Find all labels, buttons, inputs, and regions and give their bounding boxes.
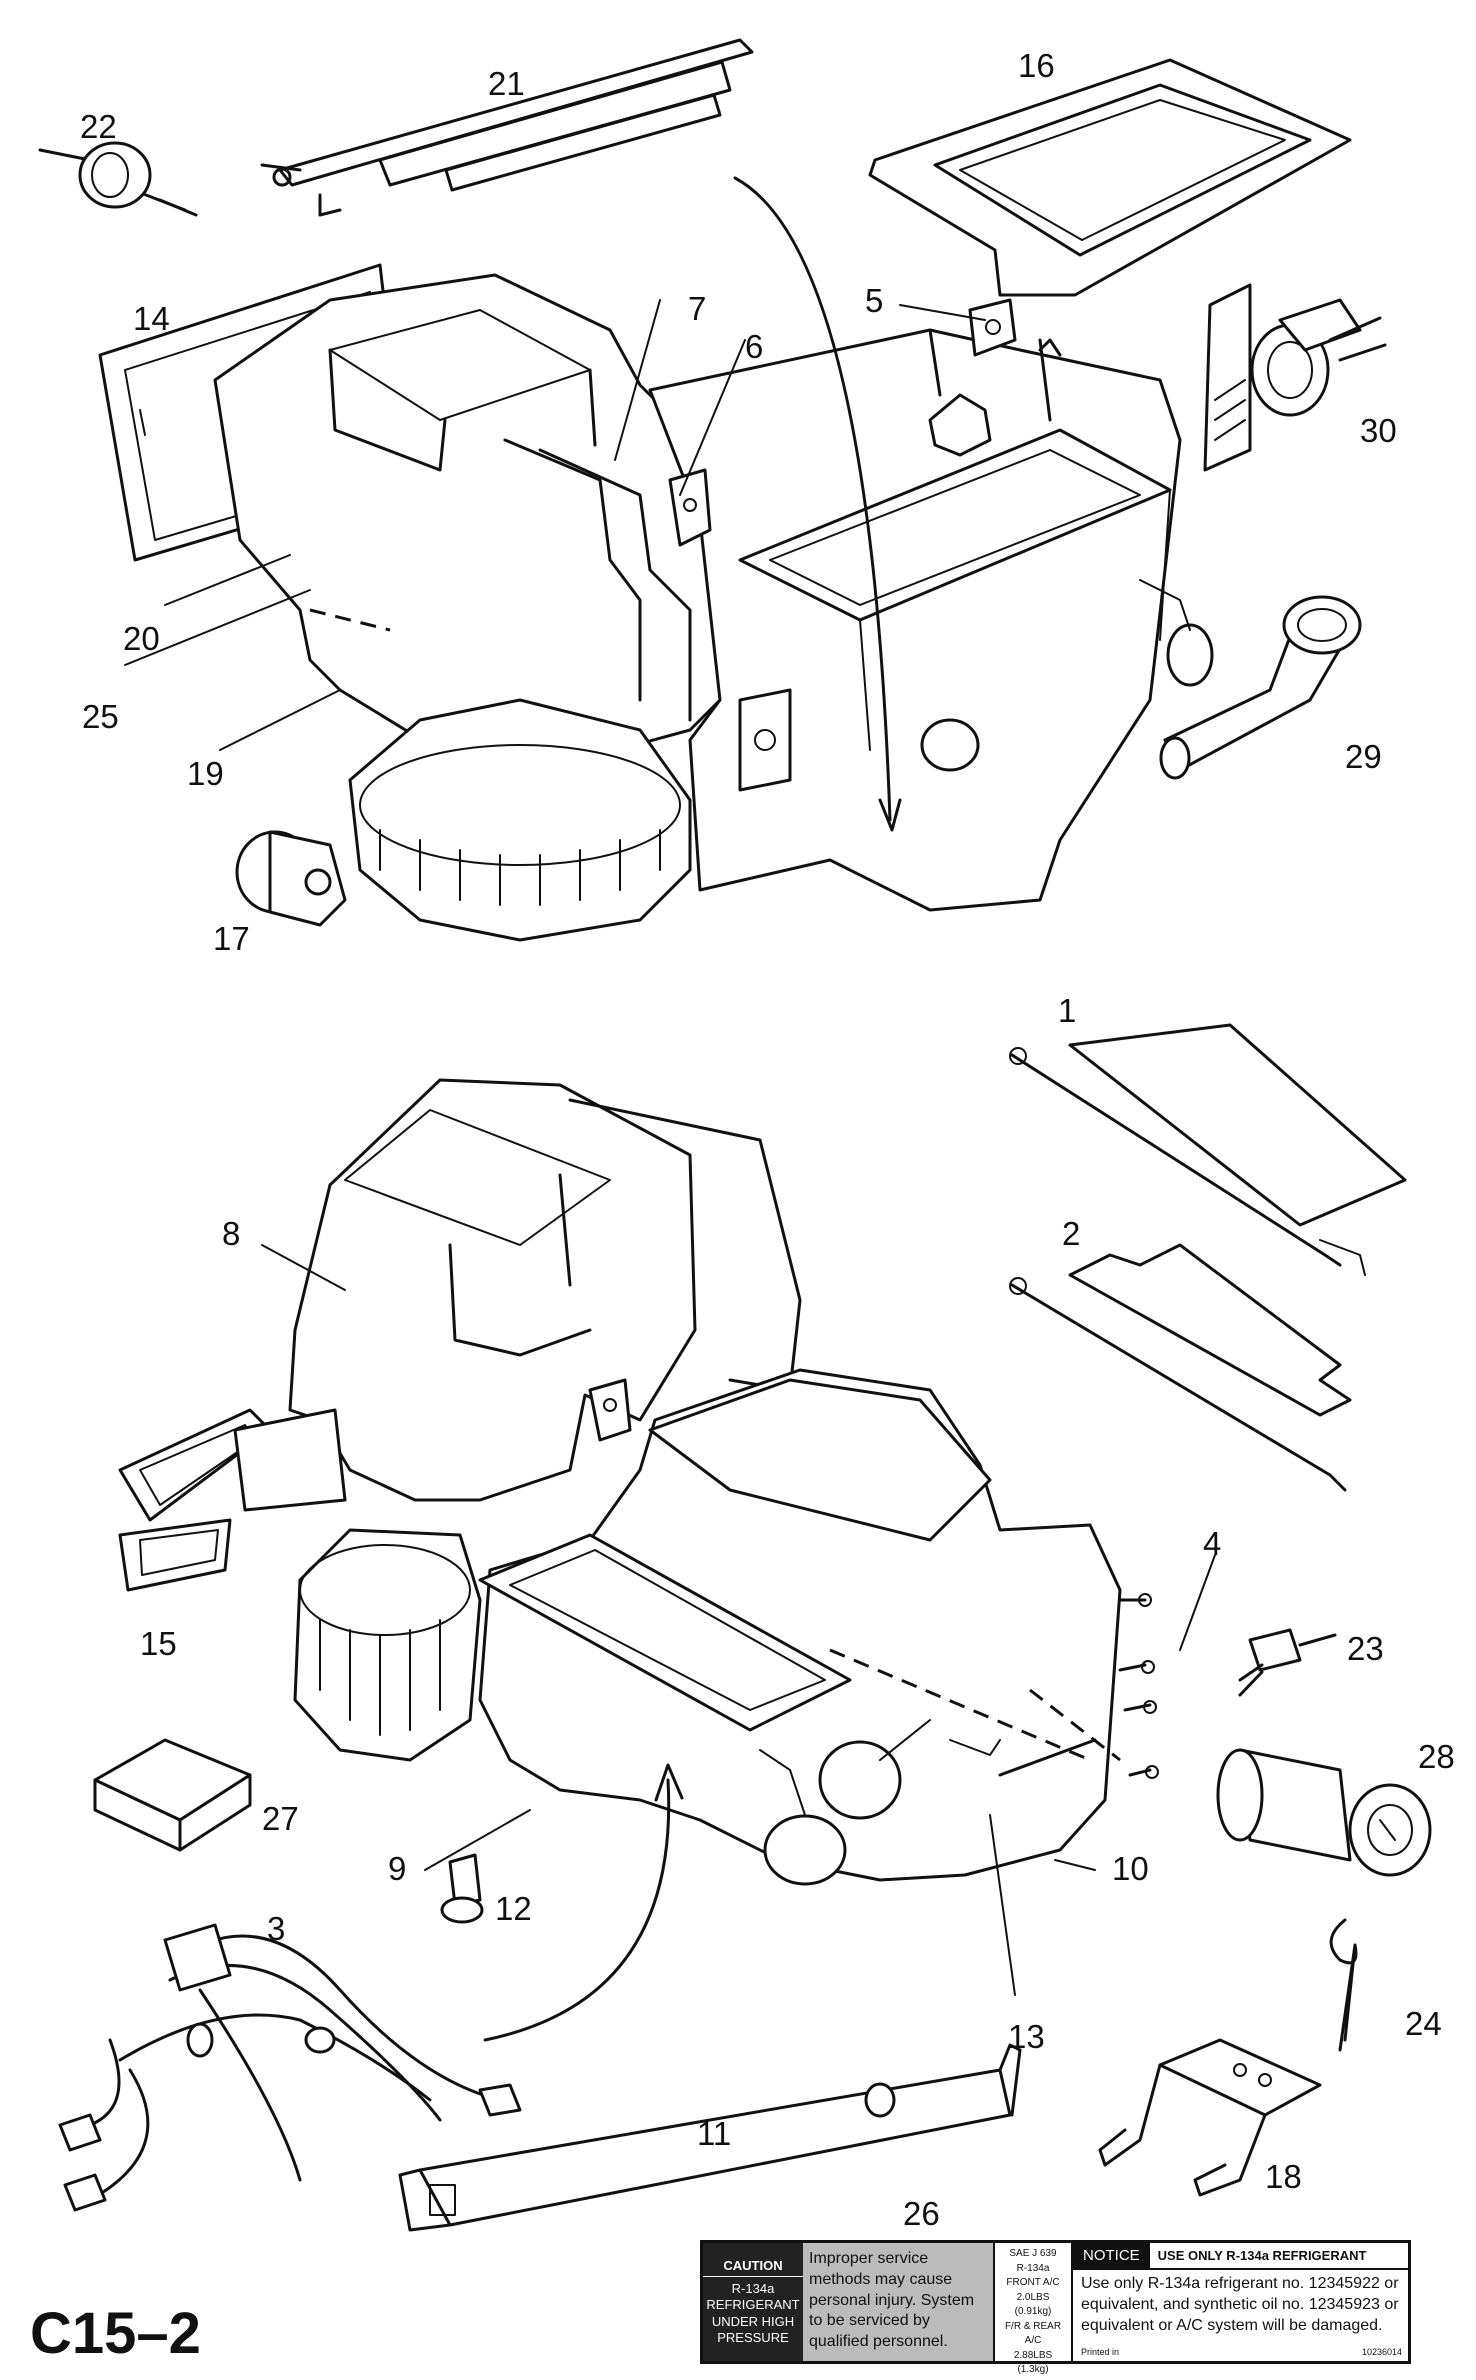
label-caution-line: REFRIGERANT <box>706 2297 800 2313</box>
label-caution-panel: CAUTION R-134a REFRIGERANT UNDER HIGH PR… <box>703 2243 803 2361</box>
part-23-fitting <box>1238 1628 1337 1697</box>
callout-2: 2 <box>1062 1215 1080 1252</box>
part-27-block <box>93 1738 252 1852</box>
label-part-code: 10236014 <box>1361 2347 1402 2358</box>
assembly-arrow-upper <box>733 176 902 832</box>
part-6-bracket <box>668 468 712 547</box>
callout-30: 30 <box>1360 412 1397 449</box>
callout-25: 25 <box>82 698 119 735</box>
callout-3: 3 <box>267 1910 285 1947</box>
callout-23: 23 <box>1347 1630 1384 1667</box>
label-notice-header: NOTICE USE ONLY R-134a REFRIGERANT <box>1073 2243 1408 2270</box>
callout-29: 29 <box>1345 738 1382 775</box>
label-notice-body: Use only R-134a refrigerant no. 12345922… <box>1073 2270 1408 2361</box>
callout-22: 22 <box>80 108 117 145</box>
part-5-bracket <box>968 298 1062 357</box>
part-17-plug <box>235 830 347 927</box>
part-15-filter <box>118 1408 347 1592</box>
part-30-vacuum-valve <box>1203 283 1387 472</box>
callout-11: 11 <box>697 2115 731 2152</box>
part-24-clip <box>1329 1918 1358 2052</box>
callout-18: 18 <box>1265 2158 1302 2195</box>
resistor-module <box>738 688 792 792</box>
part-22-vacuum-valve <box>38 141 198 217</box>
callout-24: 24 <box>1405 2005 1442 2042</box>
callout-numbers: 1 2 3 4 5 6 7 8 9 10 11 12 13 14 15 16 1… <box>80 47 1455 2232</box>
part-1-actuator <box>1009 1023 1407 1276</box>
part-3-wiring-harness <box>58 1923 522 2212</box>
callout-21: 21 <box>488 65 525 102</box>
part-12-bolt <box>440 1853 484 1924</box>
part-16-seal-frame <box>868 58 1352 297</box>
label-warning-text: Improper service methods may cause perso… <box>803 2243 993 2361</box>
callout-12: 12 <box>495 1890 532 1927</box>
callout-28: 28 <box>1418 1738 1455 1775</box>
label-caution-title: CAUTION <box>703 2258 803 2278</box>
callout-15: 15 <box>140 1625 177 1662</box>
part-29-hose <box>1159 595 1362 780</box>
callout-6: 6 <box>745 328 763 365</box>
label-spec-line: 2.88LBS (1.3kg) <box>1013 2349 1053 2376</box>
lower-hvac-housing <box>478 1368 1122 1882</box>
label-printed-in: Printed in <box>1081 2347 1120 2358</box>
label-spec-line: SAE J 639 <box>1009 2248 1057 2259</box>
callout-17: 17 <box>213 920 250 957</box>
label-notice-panel: NOTICE USE ONLY R-134a REFRIGERANT Use o… <box>1073 2243 1408 2361</box>
callout-9: 9 <box>388 1850 406 1887</box>
callout-20: 20 <box>123 620 160 657</box>
diagram-id: C15–2 <box>30 2301 201 2366</box>
part-13-rod <box>998 1738 1097 1777</box>
part-26-refrigerant-label: CAUTION R-134a REFRIGERANT UNDER HIGH PR… <box>700 2240 1411 2375</box>
callout-19: 19 <box>187 755 224 792</box>
label-notice-title: NOTICE <box>1073 2243 1150 2268</box>
part-4-pipes <box>1118 1593 1159 1779</box>
vacuum-actuator <box>759 1719 1001 1886</box>
callout-13: 13 <box>1008 2018 1045 2055</box>
callout-8: 8 <box>222 1215 240 1252</box>
part-21-actuator-rod <box>260 38 754 217</box>
callout-7: 7 <box>688 290 706 327</box>
label-caution-line: R-134a <box>731 2281 775 2297</box>
label-caution-line: PRESSURE <box>717 2329 789 2345</box>
label-spec-line: FRONT A/C <box>1006 2277 1060 2288</box>
callout-14: 14 <box>133 300 170 337</box>
label-spec-line: R-134a <box>1016 2262 1050 2274</box>
callout-10: 10 <box>1112 1850 1149 1887</box>
leader-lines <box>124 299 1216 1996</box>
callout-27: 27 <box>262 1800 299 1837</box>
label-caution-line: UNDER HIGH <box>711 2313 795 2329</box>
lower-fan-housing <box>293 1528 482 1762</box>
label-spec-line: F/R & REAR A/C <box>1004 2320 1062 2347</box>
callout-4: 4 <box>1203 1525 1221 1562</box>
label-spec-line: 2.0LBS (0.91kg) <box>1014 2291 1052 2318</box>
upper-hvac-housing <box>648 328 1214 912</box>
label-notice-text: Use only R-134a refrigerant no. 12345922… <box>1081 2275 1399 2334</box>
assembly-arrow-lower <box>483 1763 684 2042</box>
part-18-bracket <box>1098 2038 1322 2197</box>
label-notice-subtitle: USE ONLY R-134a REFRIGERANT <box>1157 2248 1367 2263</box>
part-11-bracket-bar <box>398 2043 1022 2232</box>
part-19-fan-housing <box>348 698 692 942</box>
callout-16: 16 <box>1018 47 1055 84</box>
callout-1: 1 <box>1058 992 1076 1029</box>
part-7-blower-case <box>213 273 722 762</box>
part-2-actuator <box>1009 1243 1352 1492</box>
callout-26: 26 <box>903 2195 940 2232</box>
callout-5: 5 <box>865 282 883 319</box>
part-28-pressure-switch <box>1216 1748 1432 1877</box>
label-spec-panel: SAE J 639 R-134a FRONT A/C 2.0LBS (0.91k… <box>993 2243 1073 2375</box>
